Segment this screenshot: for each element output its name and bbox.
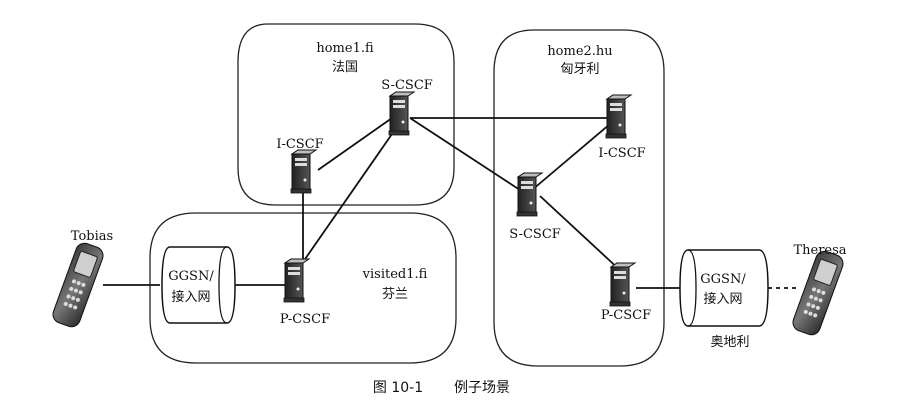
figure-number: 图 10-1 xyxy=(373,380,423,396)
ggsn-left-line2: 接入网 xyxy=(171,289,210,305)
connections xyxy=(103,117,800,289)
visited1-domain-label: visited1.fi xyxy=(362,267,428,282)
home2-country-label: 匈牙利 xyxy=(560,62,599,77)
user-theresa-label: Theresa xyxy=(793,243,846,258)
region-home2-boundary xyxy=(493,29,665,367)
ggsn-left: GGSN/ 接入网 xyxy=(161,246,236,324)
home1-icscf-label: I-CSCF xyxy=(276,137,323,152)
austria-country-label: 奥地利 xyxy=(710,335,749,350)
region-home1-boundary xyxy=(237,23,455,206)
mobile-phone-icon xyxy=(52,242,104,328)
server-tower-icon xyxy=(605,94,633,139)
server-tower-icon xyxy=(609,262,637,307)
region-visited1-boundary xyxy=(149,212,457,364)
visited1-country-label: 芬兰 xyxy=(382,287,408,302)
server-tower-icon xyxy=(290,149,318,194)
user-tobias-label: Tobias xyxy=(71,229,113,244)
figure-title: 例子场景 xyxy=(454,380,510,396)
link-icscf1-scscf1 xyxy=(317,117,393,171)
home1-scscf-label: S-CSCF xyxy=(381,78,433,93)
home2-scscf-label: S-CSCF xyxy=(509,227,561,242)
server-tower-icon xyxy=(516,172,544,217)
home2-pcscf-label: P-CSCF xyxy=(601,308,651,323)
link-scscf2-icscf2 xyxy=(531,123,611,191)
ggsn-left-line1: GGSN/ xyxy=(168,269,214,284)
home2-domain-label: home2.hu xyxy=(547,44,612,59)
link-scscf2-pcscf2 xyxy=(539,195,623,273)
home1-domain-label: home1.fi xyxy=(316,41,374,56)
ggsn-right: GGSN/ 接入网 xyxy=(679,249,769,327)
home1-country-label: 法国 xyxy=(332,60,358,75)
server-tower-icon xyxy=(388,91,416,136)
ggsn-right-line1: GGSN/ xyxy=(700,272,746,287)
link-pcscf-scscf1 xyxy=(302,133,393,263)
visited-pcscf-label: P-CSCF xyxy=(280,312,330,327)
server-tower-icon xyxy=(283,258,311,303)
mobile-phone-icon xyxy=(792,250,844,336)
ggsn-right-line2: 接入网 xyxy=(703,291,742,307)
home2-icscf-label: I-CSCF xyxy=(598,146,645,161)
link-scscf1-scscf2 xyxy=(409,117,521,191)
